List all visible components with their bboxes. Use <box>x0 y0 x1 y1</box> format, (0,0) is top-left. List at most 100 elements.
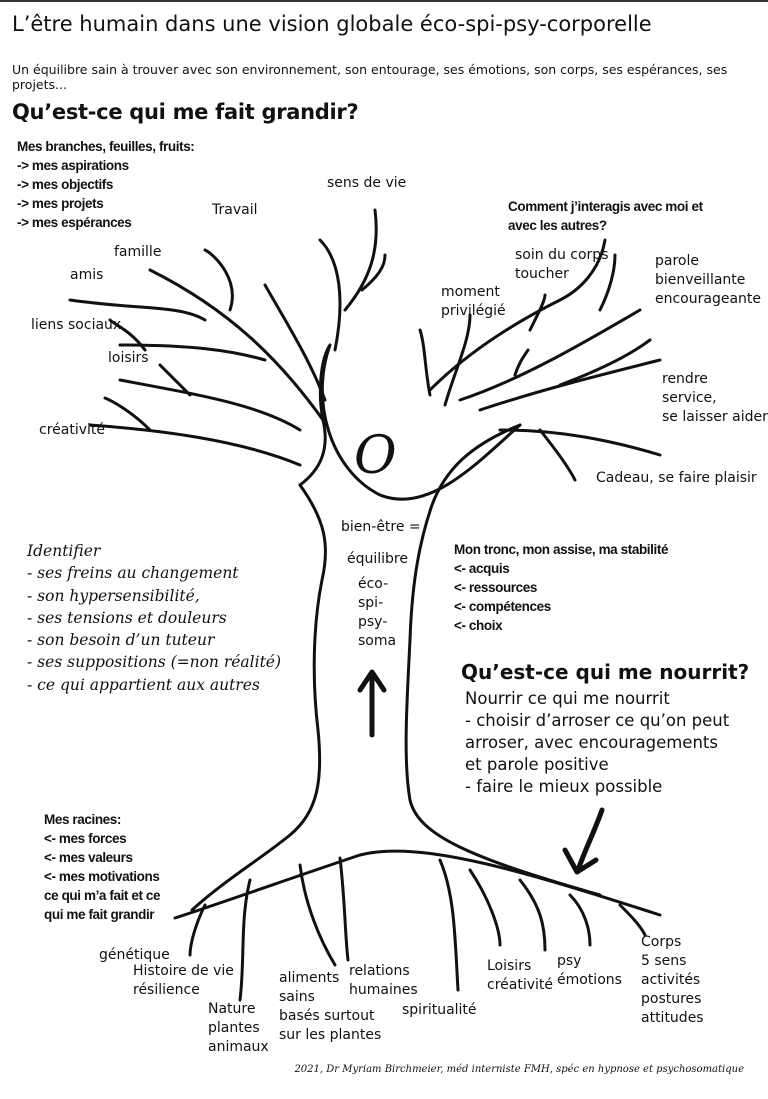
nourish-line: et parole positive <box>465 755 609 774</box>
root-9 <box>618 903 647 937</box>
question-nourish: Qu’est-ce qui me nourrit? <box>461 660 750 684</box>
label-line: spi- <box>358 595 384 611</box>
nourish-line: - faire le mieux possible <box>465 777 663 796</box>
question-grow: Qu’est-ce qui me fait grandir? <box>12 100 359 124</box>
root-label-nature: Nature plantes animaux <box>208 1000 269 1057</box>
branch-right-main <box>428 238 607 392</box>
label-line: Loisirs <box>487 958 532 974</box>
label-line: Corps <box>641 934 682 950</box>
page-title: L’être humain dans une vision globale éc… <box>12 12 652 36</box>
label-line: sur les plantes <box>279 1027 382 1043</box>
label-line: Histoire de vie <box>133 963 234 979</box>
trunk-label-eco-spi-psy-soma: éco- spi- psy- soma <box>358 575 396 651</box>
label-line: soma <box>358 633 397 649</box>
label-line: encourageante <box>655 291 762 307</box>
identify-heading: Identifier <box>27 542 101 560</box>
label-cadeau: Cadeau, se faire plaisir <box>596 470 757 486</box>
trunk-heading: Mon tronc, mon assise, ma stabilité <box>454 542 669 557</box>
label-line: créativité <box>487 977 553 993</box>
label-line: humaines <box>349 982 418 998</box>
label-line: attitudes <box>641 1010 704 1026</box>
label-famille: famille <box>114 244 162 260</box>
trunk-left-edge <box>190 483 328 912</box>
identify-item: - son besoin d’un tuteur <box>27 631 215 650</box>
roots-heading: Mes racines: <box>44 812 121 827</box>
label-moment: moment privilégié <box>441 283 506 321</box>
nourish-line: Nourrir ce qui me nourrit <box>465 689 670 708</box>
root-label-corps: Corps 5 sens activités postures attitude… <box>641 933 704 1028</box>
identify-item: - ses tensions et douleurs <box>27 608 227 627</box>
label-line: Nature <box>208 1001 256 1017</box>
nourish-block: Nourrir ce qui me nourrit - choisir d’ar… <box>465 688 729 798</box>
label-sens-de-vie: sens de vie <box>327 175 407 191</box>
branches-block: Mes branches, feuilles, fruits: -> mes a… <box>17 137 195 232</box>
trunk-item: <- choix <box>454 618 503 633</box>
label-liens-sociaux: liens sociaux <box>31 317 122 333</box>
label-soin-du-corps: soin du corps toucher <box>515 246 608 284</box>
label-line: postures <box>641 991 702 1007</box>
top-border <box>0 0 768 2</box>
label-line: activités <box>641 972 701 988</box>
root-label-genetique: génétique <box>99 947 170 963</box>
branch-left-main <box>148 268 325 422</box>
trunk-label-bien-etre: bien-être = <box>341 519 421 535</box>
label-line: éco- <box>358 576 389 592</box>
label-parole: parole bienveillante encourageante <box>655 252 761 309</box>
trunk-item: <- ressources <box>454 580 537 595</box>
label-creativite: créativité <box>39 422 105 438</box>
inner-loop <box>298 343 522 501</box>
identify-item: - ce qui appartient aux autres <box>27 675 260 694</box>
nourish-line: arroser, avec encouragements <box>465 733 718 752</box>
branches-item: -> mes aspirations <box>17 158 129 173</box>
branches-item: -> mes espérances <box>17 215 132 230</box>
identify-item: - ses freins au changement <box>27 564 239 583</box>
trunk-item: <- acquis <box>454 561 510 576</box>
trunk-right-edge <box>404 423 602 897</box>
label-amis: amis <box>70 267 104 283</box>
interact-line: avec les autres? <box>508 218 607 233</box>
arrow-down <box>562 807 605 875</box>
root-1 <box>188 903 207 957</box>
branches-item: -> mes projets <box>17 196 104 211</box>
label-line: animaux <box>208 1039 269 1055</box>
root-base <box>173 849 662 920</box>
label-line: service, <box>662 390 717 406</box>
label-line: toucher <box>515 266 569 282</box>
roots-item: <- mes forces <box>44 831 127 846</box>
arrow-up <box>357 669 387 738</box>
label-line: sains <box>279 989 315 1005</box>
root-label-relations: relations humaines <box>349 962 418 1000</box>
root-label-spiritualite: spiritualité <box>402 1002 477 1018</box>
identify-block: Identifier - ses freins au changement - … <box>27 540 281 696</box>
trunk-symbol: O <box>354 426 397 486</box>
root-2 <box>238 878 252 1002</box>
root-4 <box>338 856 350 962</box>
root-5 <box>438 858 460 992</box>
root-6 <box>468 868 502 947</box>
label-line: psy <box>557 953 582 969</box>
page-subtitle: Un équilibre sain à trouver avec son env… <box>12 62 728 92</box>
label-line: relations <box>349 963 410 979</box>
root-label-aliments: aliments sains basés surtout sur les pla… <box>279 969 381 1045</box>
branches-heading: Mes branches, feuilles, fruits: <box>17 139 195 154</box>
label-line: privilégié <box>441 303 506 319</box>
identify-item: - ses suppositions (=non réalité) <box>27 653 282 672</box>
label-line: rendre <box>662 371 708 387</box>
label-line: psy- <box>358 614 388 630</box>
interact-block: Comment j’interagis avec moi et avec les… <box>508 197 703 235</box>
label-line: basés surtout <box>279 1008 375 1024</box>
roots-item: <- mes valeurs <box>44 850 133 865</box>
label-line: parole <box>655 253 699 269</box>
label-line: moment <box>441 284 500 300</box>
label-line: aliments <box>279 970 340 986</box>
label-rendre-service: rendre service, se laisser aider <box>662 370 768 427</box>
label-line: émotions <box>557 972 622 988</box>
root-8 <box>568 893 592 947</box>
label-line: soin du corps <box>515 247 609 263</box>
interact-line: Comment j’interagis avec moi et <box>508 199 703 214</box>
roots-item: <- mes motivations <box>44 869 160 884</box>
label-loisirs: loisirs <box>108 350 149 366</box>
branch-center <box>318 238 342 352</box>
label-line: se laisser aider <box>662 409 768 425</box>
